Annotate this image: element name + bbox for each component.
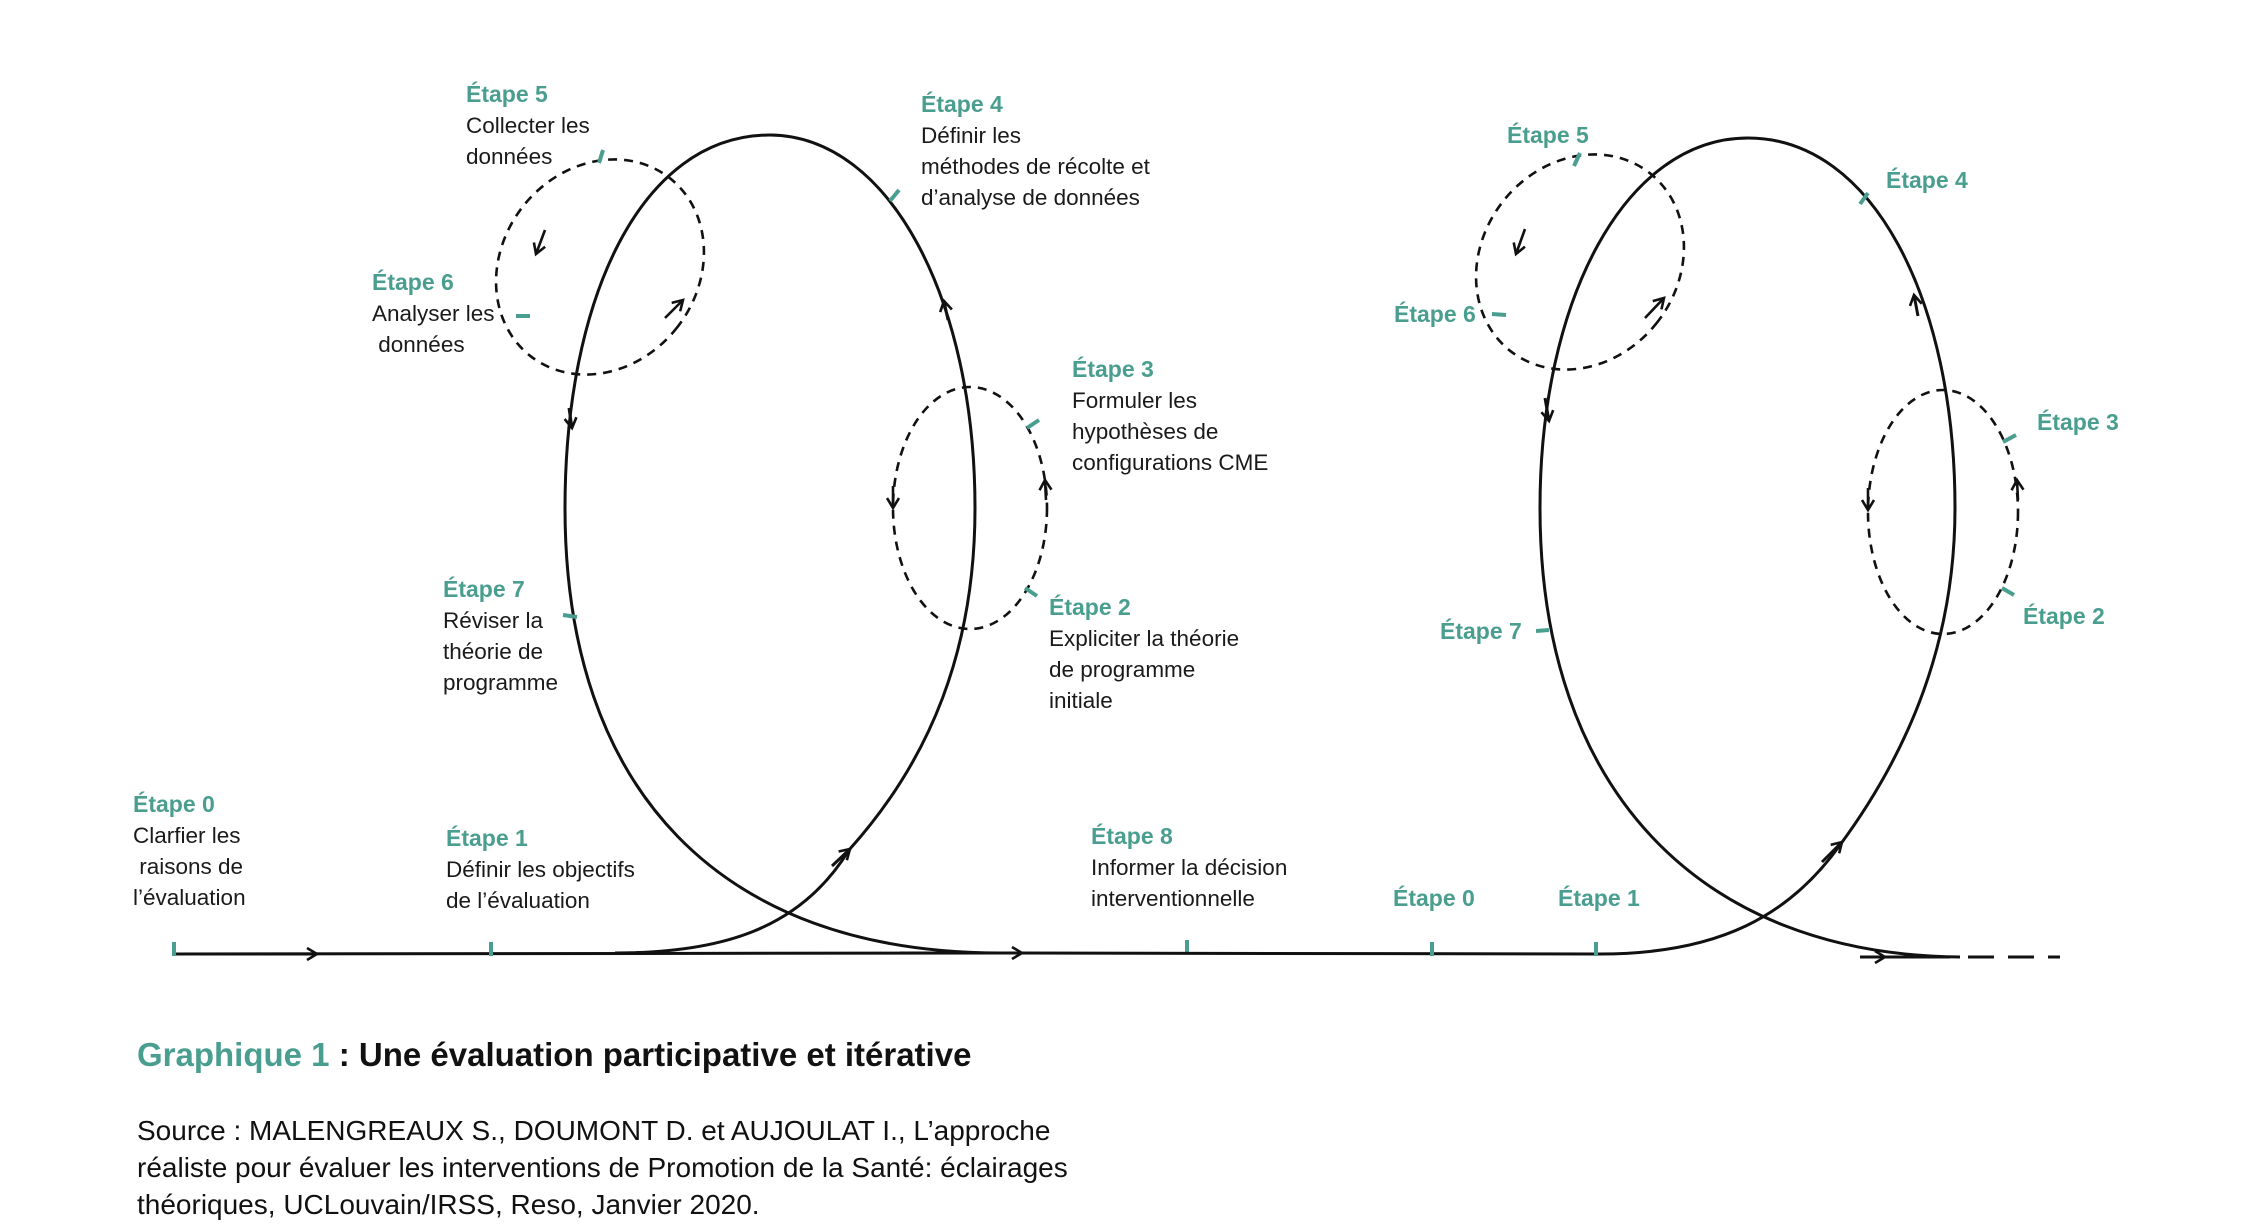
left-loop	[172, 133, 1189, 956]
figure-caption-title: Graphique 1 : Une évaluation participati…	[137, 1036, 971, 1074]
step-7-desc-3: programme	[443, 670, 558, 695]
step-0-title: Étape 0	[133, 790, 215, 817]
arrow-right-small-right-2	[2017, 480, 2018, 501]
step-7-desc-2: théorie de	[443, 639, 543, 664]
arrow-right-small-top-1	[1516, 228, 1527, 254]
arrow-right-loop-down	[1545, 397, 1549, 421]
arrow-small-right-2	[1045, 480, 1046, 501]
label-step-0: Étape 0 Clarfier les raisons de l’évalua…	[133, 790, 246, 910]
arrow-small-top-1	[536, 229, 547, 254]
step-5-desc-2: données	[466, 144, 552, 169]
tick-right-step-7	[1535, 628, 1550, 633]
right-main-loop	[1538, 136, 1961, 959]
label-step-7: Étape 7 Réviser la théorie de programme	[443, 575, 558, 695]
tick-step-2	[1023, 586, 1039, 598]
step-0-desc-1: Clarfier les	[133, 823, 241, 848]
right-labels: Étape 0 Étape 1 Étape 2 Étape 3 Étape 4 …	[1393, 121, 2119, 911]
tick-right-step-4	[1858, 191, 1870, 206]
left-small-loop-top	[494, 158, 706, 376]
left-labels: Étape 0 Clarfier les raisons de l’évalua…	[133, 80, 1287, 913]
arrow-loop-up	[944, 301, 948, 321]
step-0-desc-2: raisons de	[133, 854, 243, 879]
tick-right-step-2	[2000, 586, 2016, 597]
arrow-small-top-2	[664, 300, 683, 319]
step-1-desc-1: Définir les objectifs	[446, 857, 635, 882]
arrow-loop-up-right	[830, 849, 850, 868]
left-main-loop	[563, 133, 1001, 955]
left-small-loop-right	[891, 385, 1049, 631]
left-step-ticks	[172, 149, 1189, 956]
step-2-desc-3: initiale	[1049, 688, 1113, 713]
step-4-desc-1: Définir les	[921, 123, 1021, 148]
right-step-ticks	[1430, 152, 2017, 956]
right-step-6-title: Étape 6	[1394, 300, 1476, 327]
figure-source: Source : MALENGREAUX S., DOUMONT D. et A…	[137, 1115, 1068, 1220]
baseline-right	[999, 951, 1601, 956]
arrow-right-loop-up	[1914, 295, 1918, 317]
step-2-desc-1: Expliciter la théorie	[1049, 626, 1239, 651]
step-4-desc-3: d’analyse de données	[921, 185, 1140, 210]
step-2-title: Étape 2	[1049, 593, 1131, 620]
tick-right-step-5	[1572, 152, 1582, 167]
step-8-title: Étape 8	[1091, 822, 1173, 849]
step-1-title: Étape 1	[446, 824, 528, 851]
label-step-3: Étape 3 Formuler les hypothèses de confi…	[1072, 355, 1268, 475]
tick-step-7	[562, 613, 578, 619]
right-loop	[999, 136, 2060, 959]
step-1-desc-2: de l’évaluation	[446, 888, 590, 913]
step-5-title: Étape 5	[466, 80, 548, 107]
tick-step-4	[888, 188, 901, 203]
step-4-desc-2: méthodes de récolte et	[921, 154, 1151, 179]
step-3-desc-2: hypothèses de	[1072, 419, 1218, 444]
tick-right-step-3	[2002, 433, 2017, 444]
step-6-desc-1: Analyser les	[372, 301, 495, 326]
step-6-title: Étape 6	[372, 268, 454, 295]
arrow-loop-down	[569, 407, 572, 428]
right-step-3-title: Étape 3	[2037, 408, 2119, 435]
step-8-desc-1: Informer la décision	[1091, 855, 1287, 880]
step-4-title: Étape 4	[921, 90, 1003, 117]
label-step-6: Étape 6 Analyser les données	[372, 268, 495, 357]
figure-caption-label: Graphique 1	[137, 1036, 330, 1073]
right-step-0-title: Étape 0	[1393, 884, 1475, 911]
step-7-desc-1: Réviser la	[443, 608, 544, 633]
right-step-5-title: Étape 5	[1507, 121, 1589, 148]
step-0-desc-3: l’évaluation	[133, 885, 246, 910]
right-step-2-title: Étape 2	[2023, 602, 2105, 629]
step-7-title: Étape 7	[443, 575, 525, 602]
label-step-4: Étape 4 Définir les méthodes de récolte …	[921, 90, 1151, 210]
right-small-loop-top	[1474, 153, 1686, 371]
label-step-1: Étape 1 Définir les objectifs de l’évalu…	[446, 824, 635, 913]
step-5-desc-1: Collecter les	[466, 113, 590, 138]
step-8-desc-2: interventionnelle	[1091, 886, 1255, 911]
label-step-2: Étape 2 Expliciter la théorie de program…	[1049, 593, 1239, 713]
label-step-8: Étape 8 Informer la décision interventio…	[1091, 822, 1287, 911]
arrow-right-loop-up-right	[1820, 842, 1842, 864]
step-3-title: Étape 3	[1072, 355, 1154, 382]
right-small-loop-right	[1866, 388, 2020, 636]
step-2-desc-2: de programme	[1049, 657, 1195, 682]
right-step-7-title: Étape 7	[1440, 617, 1522, 644]
step-3-desc-1: Formuler les	[1072, 388, 1197, 413]
step-3-desc-3: configurations CME	[1072, 450, 1268, 475]
step-6-desc-2: données	[372, 332, 465, 357]
label-step-5: Étape 5 Collecter les données	[466, 80, 590, 169]
tick-step-3	[1025, 418, 1041, 430]
right-step-1-title: Étape 1	[1558, 884, 1640, 911]
figure-caption-text: : Une évaluation participative et itérat…	[329, 1036, 972, 1073]
tick-step-5	[597, 149, 605, 164]
arrow-right-small-top-2	[1644, 298, 1664, 319]
tick-right-step-6	[1491, 312, 1507, 317]
right-step-4-title: Étape 4	[1886, 166, 1968, 193]
